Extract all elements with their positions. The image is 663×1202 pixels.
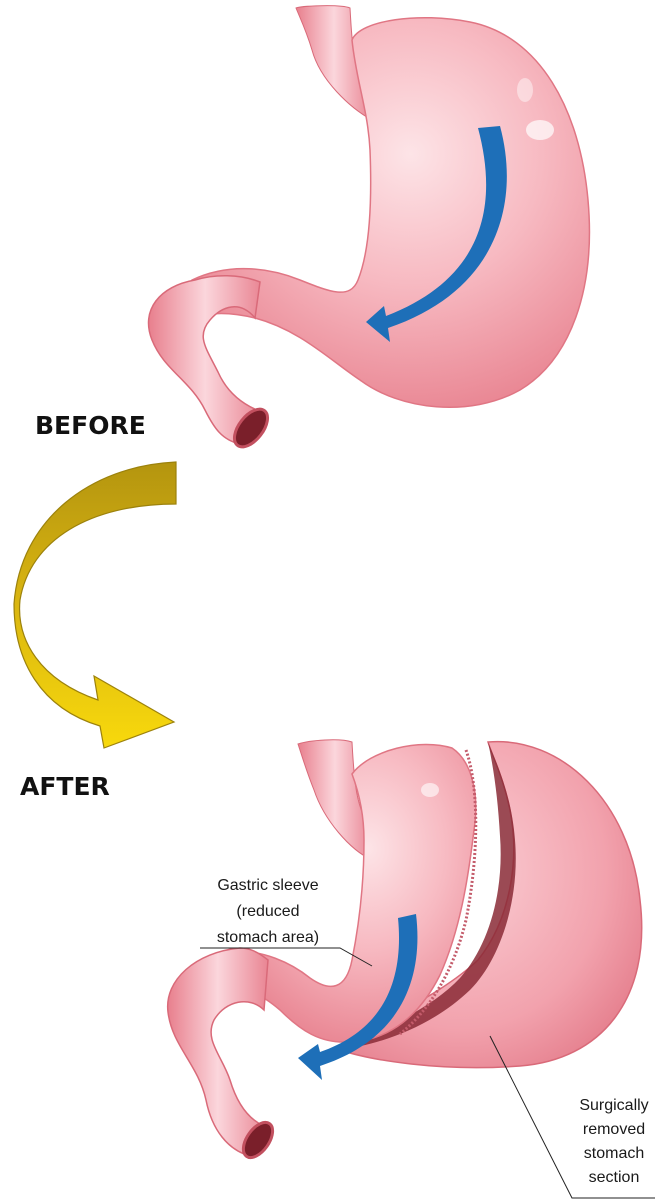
- removed-callout-line-1: Surgically: [579, 1097, 648, 1114]
- removed-callout-line-2: removed: [583, 1121, 645, 1138]
- after-label: AFTER: [20, 772, 110, 801]
- after-duodenum: [168, 948, 268, 1156]
- curved-arrow-icon: [14, 462, 176, 748]
- before-stomach: [149, 6, 590, 453]
- before-stomach-body: [192, 18, 589, 408]
- transition-arrow: [14, 462, 176, 748]
- after-stomach: [168, 740, 642, 1163]
- removed-callout-line-4: section: [589, 1169, 640, 1186]
- sleeve-callout-line-3: stomach area): [217, 929, 319, 946]
- sleeve-callout-line-2: (reduced: [236, 903, 299, 920]
- before-label: BEFORE: [35, 411, 146, 440]
- sleeve-callout-line-1: Gastric sleeve: [217, 877, 318, 894]
- removed-callout-line-3: stomach: [584, 1145, 644, 1162]
